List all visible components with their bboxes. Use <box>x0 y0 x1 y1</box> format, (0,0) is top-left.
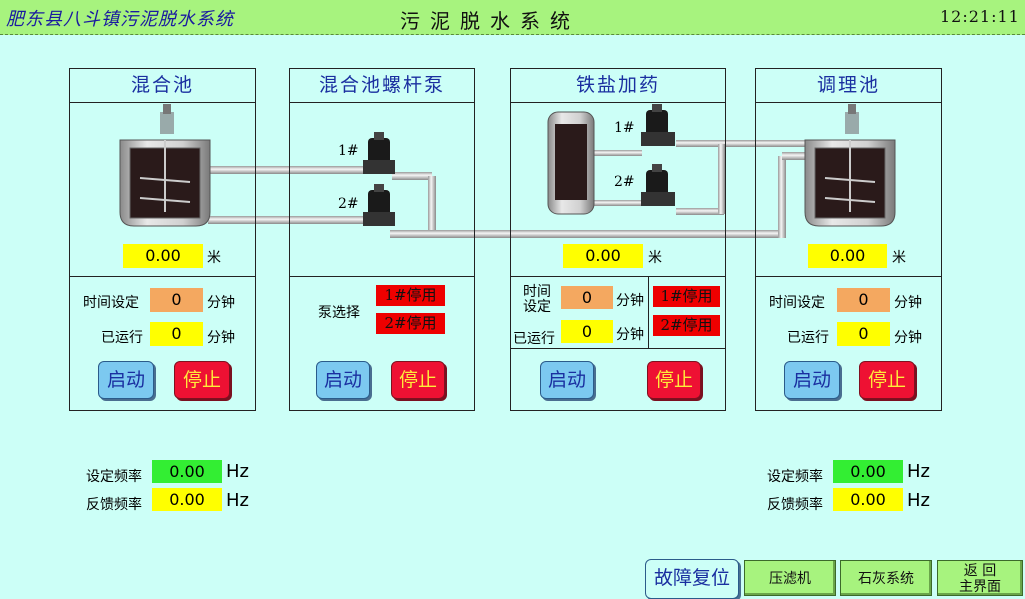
mixing-time-set-label: 时间设定 <box>83 295 139 311</box>
divider <box>756 276 941 277</box>
screw-pump-panel: 混合池螺杆泵 <box>289 68 475 411</box>
ferric-running-value: 0 <box>561 320 613 343</box>
screw-pump-1-label: 1# <box>338 143 359 159</box>
ferric-pump-1-icon <box>641 104 675 146</box>
ferric-dosing-panel: 铁盐加药 <box>510 68 726 411</box>
conditioning-running-value: 0 <box>837 322 890 346</box>
right-feedback-freq-value: 0.00 <box>833 488 903 511</box>
pump-select-label: 泵选择 <box>318 305 360 321</box>
pipe-network <box>208 140 810 238</box>
fault-reset-button[interactable]: 故障复位 <box>645 559 739 599</box>
ferric-storage-tank-icon <box>547 111 595 215</box>
ferric-dosing-title: 铁盐加药 <box>511 69 725 103</box>
right-feedback-freq-unit: Hz <box>907 490 930 511</box>
screw-pump-1-status[interactable]: 1#停用 <box>376 285 445 306</box>
divider <box>511 276 725 277</box>
conditioning-time-set-unit: 分钟 <box>894 295 922 311</box>
conditioning-running-label: 已运行 <box>787 330 829 346</box>
mixing-tank-level-unit: 米 <box>207 250 221 266</box>
divider <box>648 276 649 348</box>
conditioning-tank-icon <box>804 104 896 227</box>
screw-pump-2-label: 2# <box>338 196 359 212</box>
ferric-pump-2-status[interactable]: 2#停用 <box>653 315 720 336</box>
ferric-running-unit: 分钟 <box>616 327 644 343</box>
mixing-tank-level: 0.00 <box>123 244 203 268</box>
ferric-time-set-label-line2: 设定 <box>523 299 551 315</box>
conditioning-running-unit: 分钟 <box>894 330 922 346</box>
back-main-button[interactable]: 返 回 主界面 <box>937 560 1023 596</box>
header-bar <box>0 0 1025 35</box>
left-set-freq-unit: Hz <box>226 461 249 482</box>
ferric-time-set-label: 时间 设定 <box>523 285 551 315</box>
mixing-time-set-input[interactable]: 0 <box>150 288 203 312</box>
right-set-freq-unit: Hz <box>907 461 930 482</box>
right-set-freq-value[interactable]: 0.00 <box>833 460 903 483</box>
screw-pump-2-icon <box>363 184 395 226</box>
conditioning-time-set-label: 时间设定 <box>769 295 825 311</box>
left-feedback-freq-unit: Hz <box>226 490 249 511</box>
right-set-freq-label: 设定频率 <box>767 469 823 485</box>
divider <box>290 276 474 277</box>
ferric-start-button[interactable]: 启动 <box>540 361 594 399</box>
ferric-time-set-input[interactable]: 0 <box>561 286 613 309</box>
left-set-freq-label: 设定频率 <box>86 469 142 485</box>
mixing-tank-icon <box>119 104 211 227</box>
ferric-pump-1-label: 1# <box>614 120 635 136</box>
ferric-pump-2-label: 2# <box>614 174 635 190</box>
screw-pump-title: 混合池螺杆泵 <box>290 69 474 103</box>
right-feedback-freq-label: 反馈频率 <box>767 497 823 513</box>
ferric-level-unit: 米 <box>648 250 662 266</box>
ferric-time-set-unit: 分钟 <box>616 293 644 309</box>
divider <box>511 348 725 349</box>
back-main-line2: 主界面 <box>959 579 1001 595</box>
clock: 12:21:11 <box>940 7 1020 26</box>
back-main-line1: 返 回 <box>963 563 997 579</box>
conditioning-tank-level: 0.00 <box>808 244 887 268</box>
conditioning-start-button[interactable]: 启动 <box>784 361 840 399</box>
screw-pump-start-button[interactable]: 启动 <box>316 361 370 399</box>
divider <box>70 276 255 277</box>
ferric-running-label: 已运行 <box>513 331 555 347</box>
ferric-time-set-label-line1: 时间 <box>523 284 551 300</box>
mixing-running-label: 已运行 <box>101 330 143 346</box>
mixing-tank-title: 混合池 <box>70 69 255 103</box>
ferric-stop-button[interactable]: 停止 <box>647 361 701 399</box>
conditioning-tank-panel: 调理池 <box>755 68 942 411</box>
filter-press-button[interactable]: 压滤机 <box>744 560 836 596</box>
mixing-start-button[interactable]: 启动 <box>98 361 154 399</box>
mixing-running-unit: 分钟 <box>207 330 235 346</box>
conditioning-time-set-input[interactable]: 0 <box>837 288 890 312</box>
screw-pump-1-icon <box>363 132 395 174</box>
page-title: 污泥脱水系统 <box>400 9 580 33</box>
screw-pump-2-status[interactable]: 2#停用 <box>376 313 445 334</box>
left-feedback-freq-label: 反馈频率 <box>86 497 142 513</box>
mixing-running-value: 0 <box>150 322 203 346</box>
mixing-tank-panel: 混合池 <box>69 68 256 411</box>
ferric-pump-1-status[interactable]: 1#停用 <box>653 286 720 307</box>
conditioning-tank-title: 调理池 <box>756 69 941 103</box>
mixing-time-set-unit: 分钟 <box>207 295 235 311</box>
lime-system-button[interactable]: 石灰系统 <box>840 560 932 596</box>
conditioning-stop-button[interactable]: 停止 <box>859 361 915 399</box>
ferric-level: 0.00 <box>563 244 643 268</box>
conditioning-tank-level-unit: 米 <box>892 250 906 266</box>
mixing-stop-button[interactable]: 停止 <box>174 361 230 399</box>
site-title: 肥东县八斗镇污泥脱水系统 <box>6 9 234 30</box>
ferric-pump-2-icon <box>641 164 675 206</box>
left-feedback-freq-value: 0.00 <box>152 488 222 511</box>
screw-pump-stop-button[interactable]: 停止 <box>391 361 445 399</box>
left-set-freq-value[interactable]: 0.00 <box>152 460 222 483</box>
